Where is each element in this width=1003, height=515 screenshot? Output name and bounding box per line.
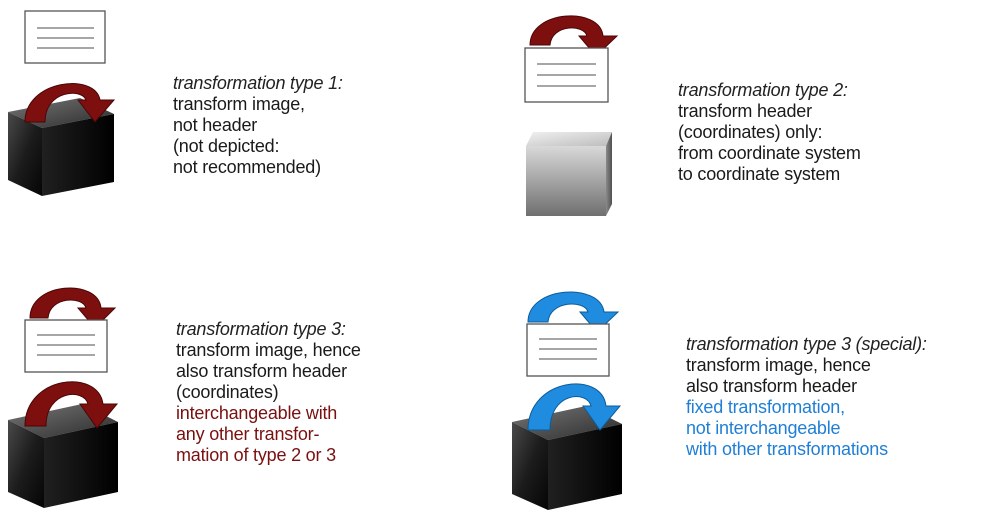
- panel3-caption: transformation type 3: transform image, …: [176, 319, 361, 466]
- panel3-highlight-line: any other transfor-: [176, 424, 320, 444]
- panel4-caption: transformation type 3 (special): transfo…: [686, 334, 927, 460]
- panel2-line: to coordinate system: [678, 164, 841, 184]
- panel4-line: also transform header: [686, 376, 857, 396]
- panel4-highlight-line: fixed transformation,: [686, 397, 845, 417]
- red-curved-arrow-icon: [529, 15, 619, 57]
- panel1-line: (not depicted:: [173, 136, 280, 156]
- panel1-caption: transformation type 1: transform image, …: [173, 73, 343, 178]
- panel3-title: transformation type 3:: [176, 319, 346, 339]
- panel3-highlight-line: interchangeable with: [176, 403, 338, 423]
- panel4-highlight-line: not interchangeable: [686, 418, 841, 438]
- red-curved-arrow-icon: [29, 287, 117, 329]
- panel2-caption: transformation type 2: transform header …: [678, 80, 861, 185]
- panel2-line: (coordinates) only:: [678, 122, 823, 142]
- panel2-title: transformation type 2:: [678, 80, 848, 100]
- panel1-illustration: [8, 10, 116, 196]
- panel2-illustration: [524, 15, 619, 216]
- panel1-line: not header: [173, 115, 258, 135]
- panel4-highlight-line: with other transformations: [686, 439, 888, 459]
- image-cube-grey-icon: [526, 132, 612, 216]
- image-cube-dark-icon: [8, 98, 114, 196]
- panel4-line: transform image, hence: [686, 355, 871, 375]
- panel1-line: not recommended): [173, 157, 321, 177]
- red-curved-arrow-icon: [24, 381, 119, 429]
- blue-curved-arrow-icon: [527, 291, 620, 333]
- panel2-line: from coordinate system: [678, 143, 861, 163]
- panel3-line: also transform header: [176, 361, 347, 381]
- panel3-illustration: [8, 287, 119, 508]
- header-document-icon: [526, 323, 610, 377]
- panel1-title: transformation type 1:: [173, 73, 343, 93]
- image-cube-dark-icon: [512, 406, 622, 510]
- panel3-line: transform image, hence: [176, 340, 361, 360]
- panel1-line: transform image,: [173, 94, 305, 114]
- panel2-line: transform header: [678, 101, 812, 121]
- panel3-line: (coordinates): [176, 382, 279, 402]
- panel4-title: transformation type 3 (special):: [686, 334, 927, 354]
- header-document-icon: [24, 319, 108, 373]
- header-document-icon: [24, 10, 106, 64]
- red-curved-arrow-icon: [24, 83, 116, 123]
- blue-curved-arrow-icon: [527, 383, 622, 431]
- header-document-icon: [524, 47, 609, 103]
- panel3-highlight-line: mation of type 2 or 3: [176, 445, 336, 465]
- panel4-illustration: [512, 291, 622, 510]
